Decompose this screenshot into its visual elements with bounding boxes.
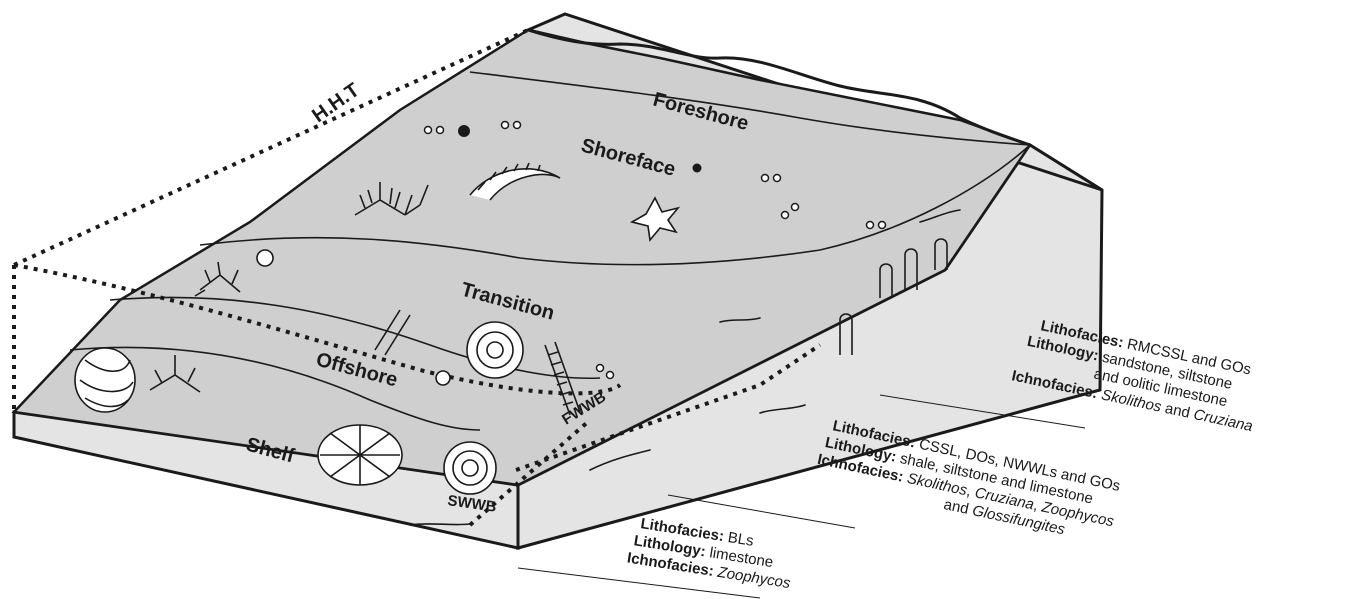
spiral-trace-3 — [257, 250, 273, 266]
facies-block-foreshore-shoreface: Lithofacies: RMCSSL and GOs Lithology: s… — [1010, 314, 1266, 436]
facies-block-transition-offshore: Lithofacies: CSSL, DOs, NWWLs and GOs Li… — [812, 416, 1123, 548]
facies-block-shelf: Lithofacies: BLs Lithology: limestone Ic… — [626, 514, 798, 592]
spiral-trace-1 — [467, 322, 523, 378]
spiral-trace-2 — [444, 442, 496, 494]
